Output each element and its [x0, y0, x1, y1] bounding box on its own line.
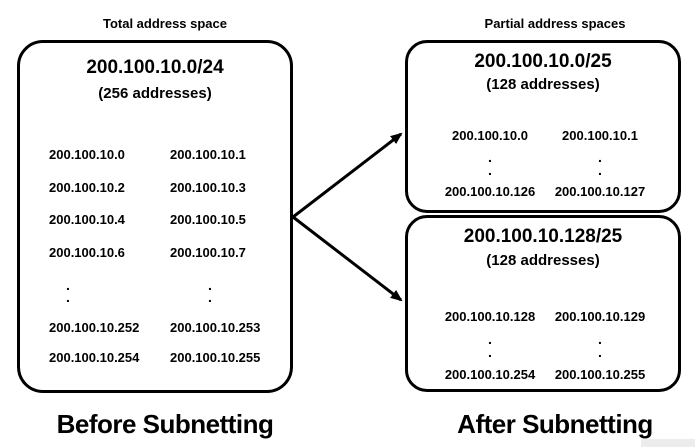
address-row: 200.100.10.6 200.100.10.7: [20, 245, 290, 261]
address-cell: 200.100.10.4: [49, 212, 125, 227]
partial-address-spaces-label: Partial address spaces: [484, 16, 626, 31]
ellipsis-dots: . .: [488, 331, 492, 360]
address-cell: 200.100.10.252: [49, 320, 140, 335]
address-cell: 200.100.10.0: [49, 147, 125, 162]
address-count: (128 addresses): [486, 252, 600, 269]
address-cell: 200.100.10.254: [444, 367, 536, 382]
ellipsis-dots: . .: [66, 277, 70, 305]
address-count: (128 addresses): [486, 76, 600, 93]
address-row: 200.100.10.2 200.100.10.3: [20, 180, 290, 196]
arrow-to-subnet1: [292, 132, 403, 219]
address-cell: 200.100.10.126: [444, 184, 536, 199]
address-cell: 200.100.10.255: [554, 367, 646, 382]
address-cell: 200.100.10.5: [170, 212, 246, 227]
corner-artifact: [641, 439, 695, 447]
address-row: 200.100.10.252 200.100.10.253: [20, 320, 290, 336]
before-subnetting-label: Before Subnetting: [56, 409, 274, 439]
address-cell: 200.100.10.1: [170, 147, 246, 162]
address-row: 200.100.10.0 200.100.10.1: [20, 147, 290, 163]
network-title: 200.100.10.128/25: [463, 226, 623, 247]
address-cell: 200.100.10.2: [49, 180, 125, 195]
address-cell: 200.100.10.254: [49, 350, 140, 365]
address-count: (256 addresses): [98, 85, 212, 102]
address-cell: 200.100.10.128: [444, 309, 536, 324]
address-row: 200.100.10.0 200.100.10.1: [408, 128, 678, 144]
address-row: 200.100.10.128 200.100.10.129: [408, 309, 678, 325]
subnet1-box: 200.100.10.0/25 (128 addresses) 200.100.…: [405, 40, 681, 213]
address-row: 200.100.10.126 200.100.10.127: [408, 184, 678, 200]
address-row: 200.100.10.254 200.100.10.255: [408, 367, 678, 383]
ellipsis-dots: . .: [208, 277, 212, 305]
arrow-to-subnet2: [292, 215, 403, 302]
address-cell: 200.100.10.7: [170, 245, 246, 260]
address-cell: 200.100.10.3: [170, 180, 246, 195]
address-cell: 200.100.10.127: [554, 184, 646, 199]
ellipsis-dots: . .: [598, 331, 602, 360]
address-cell: 200.100.10.6: [49, 245, 125, 260]
before-subnetting-box: 200.100.10.0/24 (256 addresses) 200.100.…: [17, 40, 293, 393]
address-cell: 200.100.10.0: [452, 128, 528, 143]
address-cell: 200.100.10.253: [170, 320, 261, 335]
address-cell: 200.100.10.1: [562, 128, 638, 143]
address-row: 200.100.10.254 200.100.10.255: [20, 350, 290, 366]
ellipsis-dots: . .: [598, 149, 602, 178]
ellipsis-dots: . .: [488, 149, 492, 178]
address-row: 200.100.10.4 200.100.10.5: [20, 212, 290, 228]
address-cell: 200.100.10.129: [554, 309, 646, 324]
network-title: 200.100.10.0/24: [86, 57, 224, 78]
after-subnetting-label: After Subnetting: [457, 409, 653, 439]
total-address-space-label: Total address space: [102, 16, 228, 31]
subnet2-box: 200.100.10.128/25 (128 addresses) 200.10…: [405, 215, 681, 392]
address-cell: 200.100.10.255: [170, 350, 261, 365]
network-title: 200.100.10.0/25: [474, 51, 612, 72]
